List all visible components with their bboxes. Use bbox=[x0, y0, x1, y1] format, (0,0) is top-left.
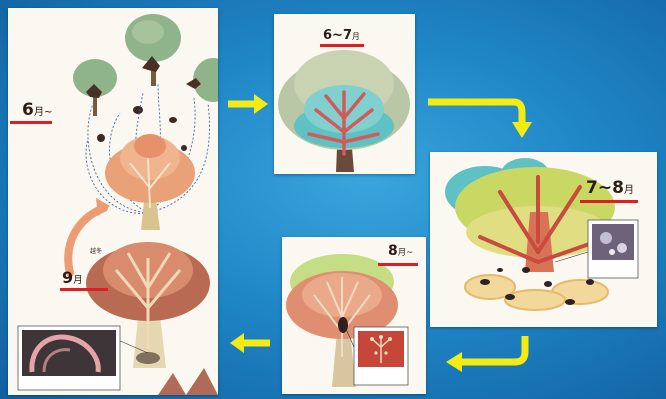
small-tree-top-center bbox=[125, 14, 181, 86]
label-august: 8月~ bbox=[388, 243, 413, 259]
photo-inset-left bbox=[18, 326, 120, 390]
bottom-panel-tree bbox=[282, 237, 426, 394]
arrow-bottom-to-left bbox=[230, 333, 270, 353]
stage-august-panel: 8月~ bbox=[282, 237, 426, 394]
arrow-right-to-bottom bbox=[446, 336, 525, 372]
arrow-small-caption: 越冬 bbox=[90, 247, 102, 255]
photo-inset-right bbox=[588, 220, 638, 278]
label-july-august: 7~8月 bbox=[586, 178, 634, 198]
label-underline-august bbox=[378, 263, 418, 266]
stage-june-september-panel: 越冬 6月~ 9月 bbox=[8, 8, 218, 395]
left-panel-illustration: 越冬 bbox=[8, 8, 218, 395]
label-june-july: 6~7月 bbox=[323, 28, 360, 43]
bottom-decoration bbox=[158, 368, 218, 395]
arrow-top-to-right bbox=[428, 102, 532, 138]
label-underline-july-august bbox=[580, 200, 638, 203]
arrow-left-to-top bbox=[228, 94, 268, 114]
stage-july-august-panel: 7~8月 bbox=[430, 152, 657, 327]
stage-june-july-panel: 6~7月 bbox=[274, 14, 415, 174]
photo-inset-bottom bbox=[354, 327, 408, 385]
label-underline-june bbox=[10, 121, 52, 124]
small-tree-left bbox=[73, 59, 117, 116]
label-underline-september bbox=[60, 288, 108, 291]
label-june-start: 6月~ bbox=[22, 100, 53, 120]
label-september: 9月 bbox=[62, 268, 83, 287]
label-underline-june-july bbox=[320, 44, 364, 47]
small-tree-right bbox=[186, 58, 218, 102]
